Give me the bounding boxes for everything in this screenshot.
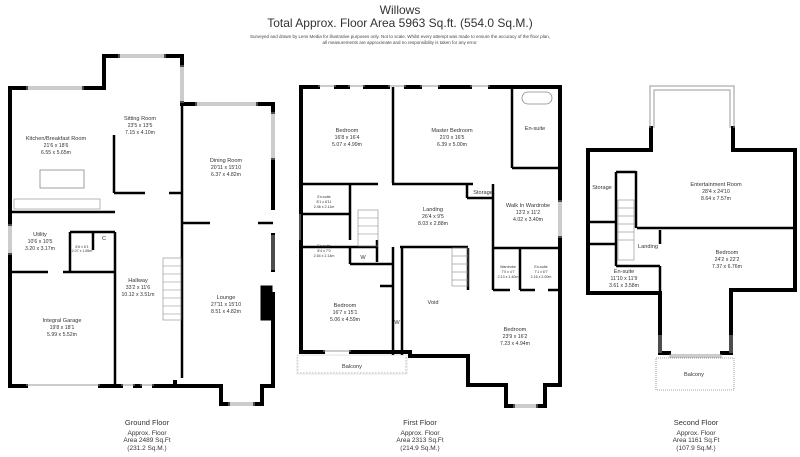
room-name: En-suite [614, 269, 635, 275]
room-dimensions-imperial: 21'6 x 18'6 [44, 143, 69, 149]
floor-area-sqft: Area 2313 Sq.Ft [396, 437, 444, 444]
room-name: Void [428, 300, 439, 306]
total-floor-area: Total Approx. Floor Area 5963 Sq.ft. (55… [267, 16, 533, 30]
room-dimensions-metric: 10.12 x 3.51m [122, 292, 155, 298]
room-dimensions-imperial: 13'2 x 11'2 [516, 210, 540, 216]
ground-floor-plan [8, 54, 275, 406]
room-dimensions-imperial: 8'1 x 6'11 [317, 200, 332, 204]
property-title: Willows [379, 3, 421, 17]
room-dimensions-imperial: 28'4 x 24'10 [702, 189, 730, 195]
room-name: Kitchen/Breakfast Room [26, 136, 87, 142]
room-dimensions-imperial: 26'4 x 9'5 [422, 214, 444, 220]
room-name: En-suite [534, 265, 547, 269]
disclaimer: Surveyed and drawn by Lens Media for ill… [0, 34, 800, 46]
room-dimensions-metric: 6.37 x 4.82m [211, 172, 241, 178]
room-dimensions-metric: 8.03 x 2.88m [418, 221, 448, 227]
room-dimensions-imperial: 16'8 x 16'4 [335, 135, 360, 141]
room-name: Walk In Wardrobe [506, 203, 550, 209]
floor-area-sqm: (231.2 Sq.M.) [127, 444, 167, 452]
room-name: Balcony [684, 372, 704, 378]
room-name: Landing [423, 207, 443, 213]
floor-area-sqm: (107.9 Sq.M.) [676, 444, 716, 452]
room-name: En-suite [317, 195, 330, 199]
room-name: W [360, 255, 366, 261]
second-floor-caption: Second Floor Approx. Floor Area 1161 Sq.… [636, 419, 756, 452]
room-dimensions-imperial: 23'5 x 13'5 [128, 123, 153, 129]
floor-name: Ground Floor [124, 418, 170, 427]
room-name: Bedroom [334, 303, 357, 309]
floor-name: First Floor [403, 418, 437, 427]
room-dimensions-metric: 8.64 x 7.57m [701, 196, 731, 202]
second-floor-plan [586, 85, 797, 391]
room-name: Dining Room [210, 158, 243, 164]
floor-area-label: Approx. Floor [127, 429, 167, 437]
room-name: Entertainment Room [690, 182, 742, 188]
second-floor-room-labels: Storage Entertainment Room 28'4 x 24'10 … [592, 182, 742, 378]
room-dimensions-metric: 3.20 x 3.17m [25, 246, 55, 252]
floor-area-label: Approx. Floor [676, 429, 716, 437]
first-floor-room-labels: Bedroom 16'8 x 16'4 5.07 x 4.99m Master … [314, 126, 552, 370]
room-name: Utility [33, 232, 47, 238]
room-name: Balcony [342, 364, 362, 370]
room-dimensions-imperial: 11'10 x 11'9 [611, 276, 638, 282]
room-name: Lounge [217, 295, 236, 301]
room-dimensions-metric: 5.06 x 4.59m [330, 317, 360, 323]
room-name: Bedroom [504, 327, 527, 333]
floor-area-sqft: Area 2489 Sq.Ft [123, 437, 171, 444]
room-name: Master Bedroom [431, 128, 473, 134]
room-dimensions-metric: 4.02 x 3.40m [513, 217, 543, 223]
ground-floor-room-labels: Kitchen/Breakfast Room 21'6 x 18'6 6.55 … [25, 116, 243, 338]
room-name: W [394, 320, 400, 326]
room-name: En-suite [317, 244, 330, 248]
room-name: C [102, 236, 106, 242]
room-dimensions-metric: 2.54 x 2.14m [314, 254, 335, 258]
room-dimensions-metric: 2.46 x 2.11m [314, 205, 335, 209]
room-dimensions-metric: 2.13 x 1.40m [498, 275, 519, 279]
room-name: Wardrobe [500, 265, 516, 269]
room-dimensions-imperial: 20'11 x 15'10 [211, 165, 241, 171]
room-dimensions-metric: 7.37 x 6.76m [712, 264, 742, 270]
floor-area-sqft: Area 1161 Sq.Ft [672, 437, 720, 444]
floor-name: Second Floor [673, 418, 719, 427]
room-dimensions-metric: 8.51 x 4.82m [211, 309, 241, 315]
room-dimensions-imperial: 7'0 x 4'7 [501, 270, 514, 274]
floor-area-sqm: (214.9 Sq.M.) [400, 444, 440, 452]
room-dimensions-imperial: 24'2 x 22'2 [715, 257, 740, 263]
disclaimer-line-2: all measurements are approximate and no … [322, 40, 478, 45]
room-name: Sitting Room [124, 116, 156, 122]
room-dimensions-metric: 3.61 x 3.58m [609, 283, 639, 289]
room-name: Integral Garage [43, 318, 82, 324]
room-dimensions-metric: 2.07 x 1.85m [72, 249, 93, 253]
room-name: Bedroom [336, 128, 359, 134]
room-dimensions-imperial: 21'0 x 16'5 [440, 135, 465, 141]
first-floor-caption: First Floor Approx. Floor Area 2313 Sq.F… [360, 419, 480, 452]
room-dimensions-imperial: 16'7 x 15'1 [333, 310, 358, 316]
floor-area-label: Approx. Floor [400, 429, 440, 437]
room-dimensions-metric: 6.55 x 5.65m [41, 150, 71, 156]
room-dimensions-metric: 5.07 x 4.99m [332, 142, 362, 148]
room-dimensions-imperial: 6'6 x 6'1 [75, 245, 88, 249]
room-dimensions-imperial: 27'11 x 15'10 [211, 302, 241, 308]
room-dimensions-imperial: 8'4 x 7'0 [317, 249, 330, 253]
room-name: Bedroom [716, 250, 739, 256]
room-name: Storage [473, 190, 493, 196]
room-dimensions-imperial: 10'6 x 10'5 [28, 239, 53, 245]
room-dimensions-metric: 5.99 x 5.52m [47, 332, 77, 338]
room-dimensions-metric: 7.15 x 4.10m [125, 130, 155, 136]
room-dimensions-imperial: 33'2 x 11'6 [126, 285, 150, 291]
disclaimer-line-1: Surveyed and drawn by Lens Media for ill… [249, 34, 551, 39]
room-dimensions-metric: 7.23 x 4.94m [500, 341, 530, 347]
room-dimensions-imperial: 19'8 x 18'1 [50, 325, 75, 331]
room-dimensions-metric: 2.16 x 2.00m [531, 275, 552, 279]
room-dimensions-metric: 6.39 x 5.00m [437, 142, 467, 148]
room-name: Hallway [128, 278, 148, 284]
room-name: En-suite [525, 126, 546, 132]
room-name: Storage [592, 185, 612, 191]
first-floor-plan [296, 85, 562, 408]
room-dimensions-imperial: 7'1 x 6'7 [534, 270, 547, 274]
room-dimensions-imperial: 23'9 x 16'2 [503, 334, 528, 340]
room-name: Landing [638, 244, 658, 250]
ground-floor-caption: Ground Floor Approx. Floor Area 2489 Sq.… [87, 419, 207, 452]
